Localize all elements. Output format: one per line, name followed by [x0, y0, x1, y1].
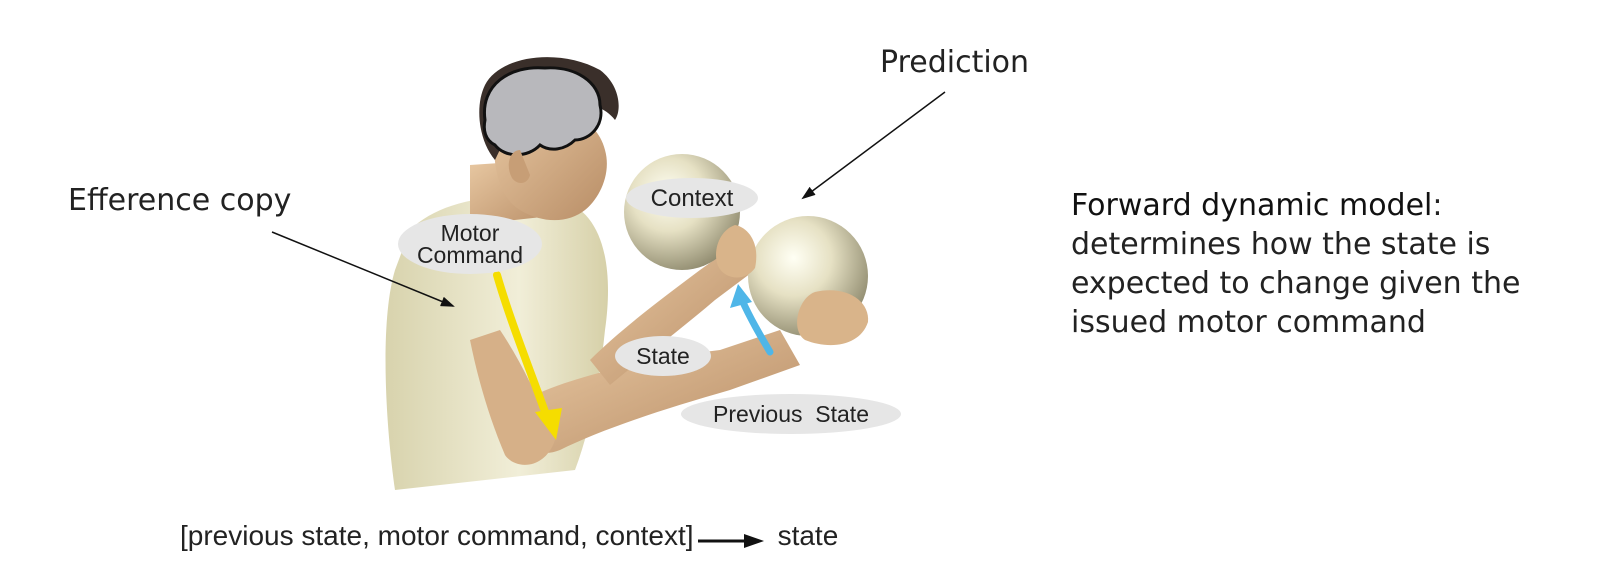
hand-upper — [715, 225, 757, 278]
motor-command-pill — [398, 214, 542, 274]
hand-lower — [797, 290, 869, 346]
prediction-annotation: Prediction — [880, 45, 1030, 80]
state-formula: [previous state, motor command, context]… — [180, 520, 838, 552]
upper-arm — [470, 330, 555, 465]
previous-state-pill — [681, 394, 901, 434]
forearm-lower — [522, 330, 800, 453]
state-label: State — [636, 343, 690, 369]
context-pill — [626, 178, 758, 218]
motor-command-arrowhead — [535, 408, 562, 440]
prediction-pointer — [801, 91, 946, 200]
context-label: Context — [651, 185, 734, 212]
efference-copy-annotation: Efference copy — [68, 183, 292, 218]
motor-command-arrow — [493, 271, 552, 424]
formula-inputs: [previous state, motor command, context] — [180, 520, 694, 551]
forward-model-description: Forward dynamic model: determines how th… — [1071, 186, 1617, 342]
state-transition-arrow — [738, 296, 774, 356]
formula-arrow-icon — [697, 526, 764, 548]
description-term: Forward dynamic model — [1071, 188, 1433, 223]
formula-output: state — [777, 520, 839, 551]
ear — [508, 150, 530, 184]
description-text: : determines how the state is expected t… — [1071, 188, 1521, 340]
motor-label-line2: Command — [417, 242, 523, 268]
motor-label-line1: Motor — [441, 220, 500, 246]
efference-copy-pointer — [271, 231, 455, 307]
brain-icon — [482, 66, 603, 157]
previous-state-label: Previous State — [713, 401, 869, 427]
state-transition-arrowhead — [730, 284, 752, 308]
state-pill — [615, 336, 711, 376]
